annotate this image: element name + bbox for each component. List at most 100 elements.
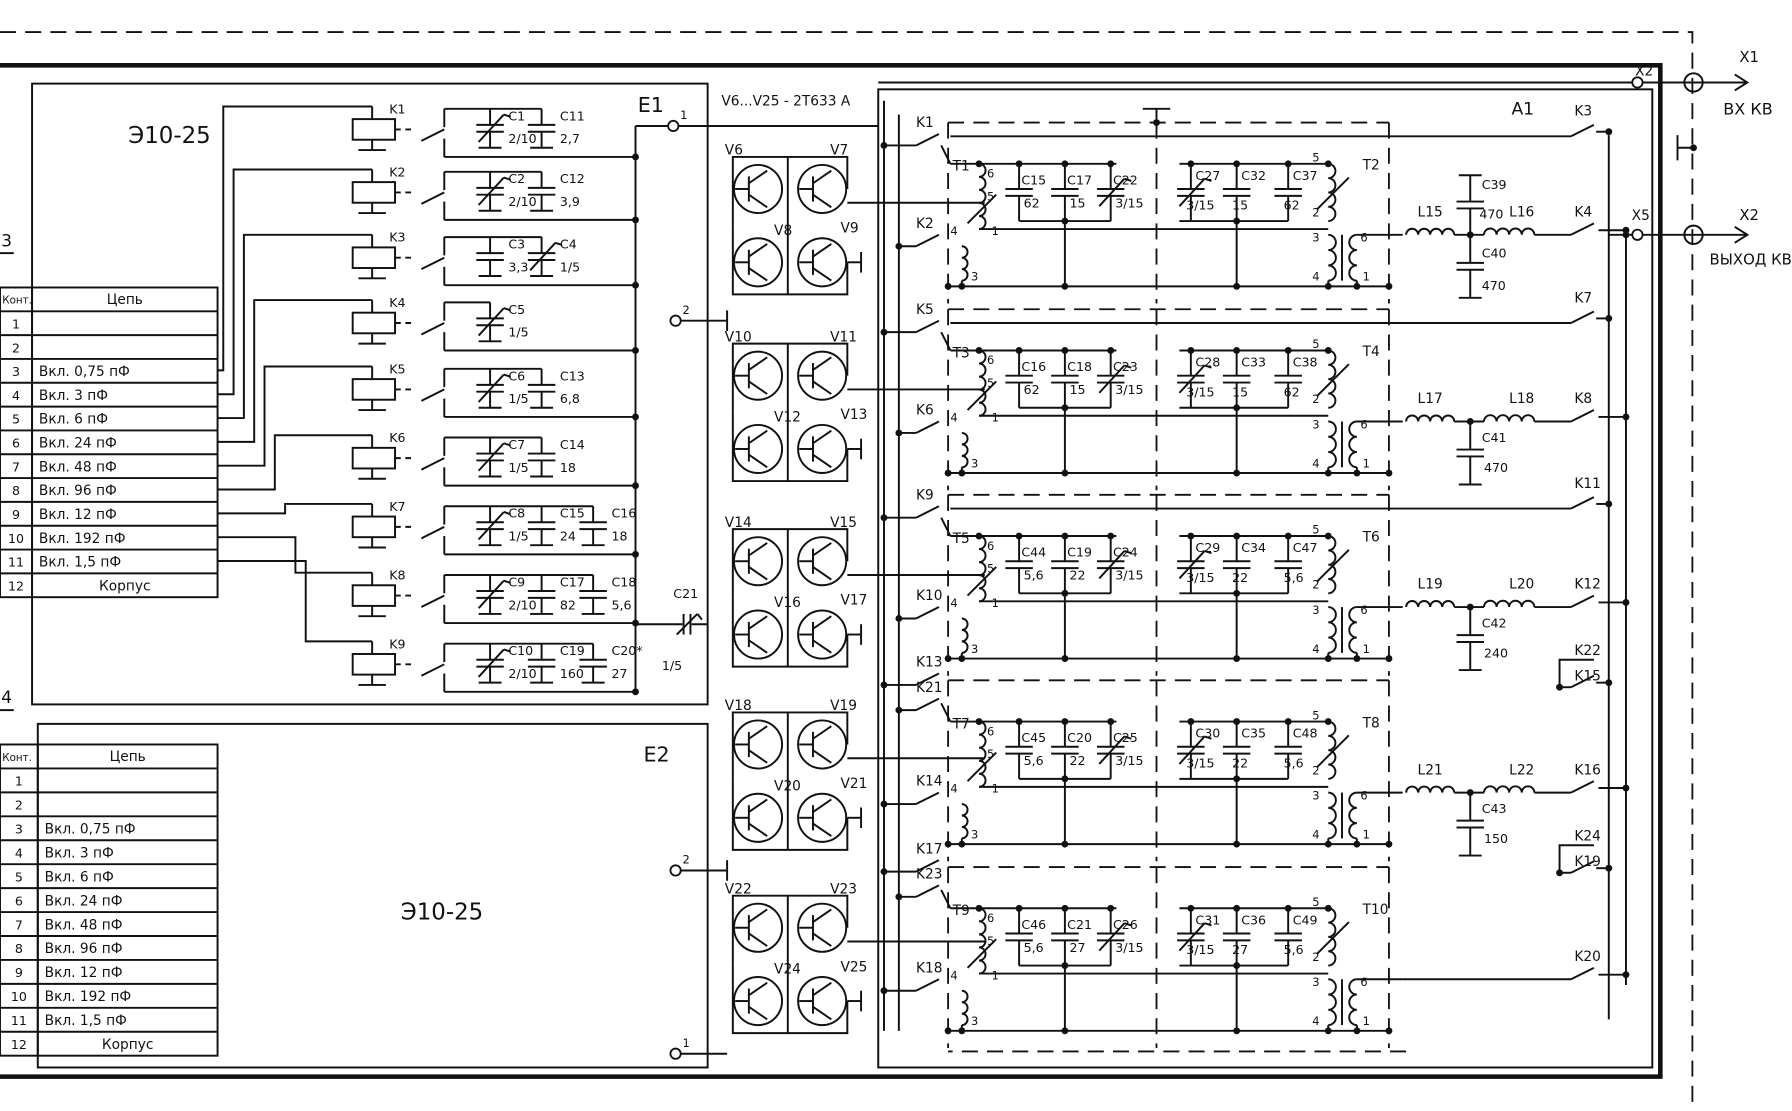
wire <box>748 749 768 764</box>
capacitor-label: C26 <box>1113 917 1138 932</box>
terminal-x5 <box>1631 228 1644 241</box>
winding-pin: 6 <box>987 539 994 553</box>
wire <box>748 908 768 923</box>
transistor-label: V22 <box>725 881 752 897</box>
transformer-label: T1 <box>952 159 970 175</box>
junction-dot <box>1015 160 1023 168</box>
junction-dot <box>1385 1027 1393 1035</box>
capacitor-value: 22 <box>1232 755 1248 770</box>
inductor-label: L19 <box>1418 577 1443 593</box>
capacitor-value: 3,9 <box>560 194 580 209</box>
capacitor-label: C5 <box>508 302 525 317</box>
transistor-icon <box>797 609 848 660</box>
capacitor-label: C30 <box>1195 726 1220 741</box>
relay-coil-icon <box>351 378 397 401</box>
capacitor-C16 <box>1005 350 1033 408</box>
table-label: 3 <box>1 231 12 251</box>
contact-number: 4 <box>15 845 23 860</box>
winding-pin: 6 <box>1360 788 1367 802</box>
junction-dot <box>1324 840 1332 848</box>
capacitor-C28 <box>1177 350 1212 408</box>
transistor-icon <box>733 237 784 288</box>
bridge-wire <box>731 155 849 226</box>
junction-dot <box>975 347 983 354</box>
capacitor-label: C16 <box>1021 359 1046 374</box>
contact-number: 8 <box>15 941 23 956</box>
e1-pin-2 <box>669 314 682 327</box>
transistor-label: V11 <box>830 329 857 345</box>
coil <box>1328 606 1337 654</box>
wire <box>1570 123 1595 138</box>
capacitor-label: C21 <box>1067 917 1092 932</box>
relay-label: K5 <box>916 302 934 318</box>
relay-contact-K19 <box>1570 860 1595 874</box>
capacitor-C43 <box>1456 792 1484 856</box>
junction-dot <box>958 282 966 290</box>
junction-dot <box>895 615 903 622</box>
bridge-wire <box>731 894 849 965</box>
capacitor-C39 <box>1456 175 1484 235</box>
bridge-wire <box>1558 658 1594 688</box>
pin-label: 2 <box>682 853 689 867</box>
junction-dot <box>1385 469 1393 477</box>
circuit-name: Вкл. 24 пФ <box>39 436 117 452</box>
capacitor-label: C19 <box>560 643 585 658</box>
relay-contact-K1 <box>915 133 940 147</box>
transistor-label: V23 <box>830 881 857 897</box>
wire <box>748 615 768 630</box>
wire <box>1316 363 1350 397</box>
capacitor-C38 <box>1274 350 1302 408</box>
relay-contact-K2 <box>915 233 940 248</box>
junction-dot <box>1061 962 1069 969</box>
wire <box>1124 177 1132 182</box>
relay-label: K3 <box>1574 104 1592 120</box>
circuit-name: Вкл. 48 пФ <box>45 917 123 933</box>
junction-dot <box>1385 282 1393 290</box>
winding-pin: 2 <box>1312 205 1319 219</box>
capacitor-label: C25 <box>1113 730 1138 745</box>
junction-dot <box>1284 904 1292 912</box>
capacitor-label: C34 <box>1241 540 1266 555</box>
winding-pin: 1 <box>992 782 999 796</box>
wire <box>812 566 832 581</box>
wire <box>1316 734 1350 769</box>
coil <box>961 431 969 469</box>
wire <box>477 176 505 206</box>
filter-section-4: K13K21K14651T743C455,6C2022C253/15C303/1… <box>880 655 1630 877</box>
capacitor-value: 62 <box>1284 198 1300 213</box>
winding-pin: 5 <box>987 747 994 761</box>
e2-title: Э10-25 <box>401 900 483 926</box>
capacitor-value: 1/5 <box>508 460 528 475</box>
transformer-label: T6 <box>1362 530 1380 546</box>
capacitor-label: C20 <box>1067 730 1092 745</box>
wire <box>1178 735 1206 765</box>
capacitor-value: 27 <box>611 666 627 681</box>
wire <box>748 267 768 282</box>
inductor-label: L20 <box>1509 577 1534 593</box>
relay-coil-icon <box>351 311 397 335</box>
capacitor-C30 <box>1177 721 1212 779</box>
junction-dot <box>1061 775 1069 783</box>
winding-pin: 4 <box>1312 827 1319 841</box>
winding-pin: 5 <box>1312 150 1319 164</box>
transistor-V11 <box>797 350 848 401</box>
coil <box>1328 978 1337 1027</box>
capacitor-label: C49 <box>1293 912 1318 927</box>
junction-dot <box>1622 971 1630 979</box>
winding-pin: 5 <box>1312 895 1319 909</box>
circuit-name: Вкл. 1,5 пФ <box>45 1013 127 1029</box>
contact-number: 10 <box>8 531 24 546</box>
winding-pin: 3 <box>1312 603 1319 617</box>
wire <box>1124 549 1132 555</box>
transistor-V13 <box>797 423 848 475</box>
